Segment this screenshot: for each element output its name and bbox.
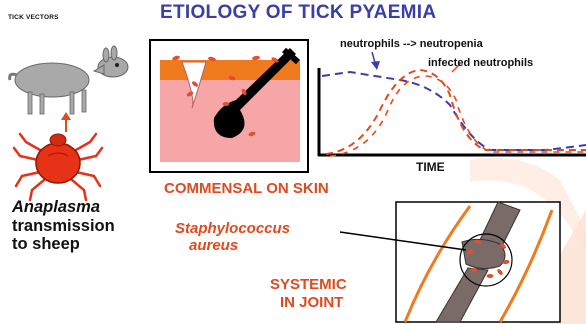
bacterium-name: Staphylococcus aureus bbox=[175, 220, 290, 254]
bacterium-line2: aureus bbox=[175, 237, 290, 254]
systemic-label: SYSTEMIC IN JOINT bbox=[270, 276, 347, 312]
systemic-line1: SYSTEMIC bbox=[270, 276, 347, 294]
systemic-line2: IN JOINT bbox=[270, 294, 347, 312]
bacterium-line1: Staphylococcus bbox=[175, 220, 290, 237]
